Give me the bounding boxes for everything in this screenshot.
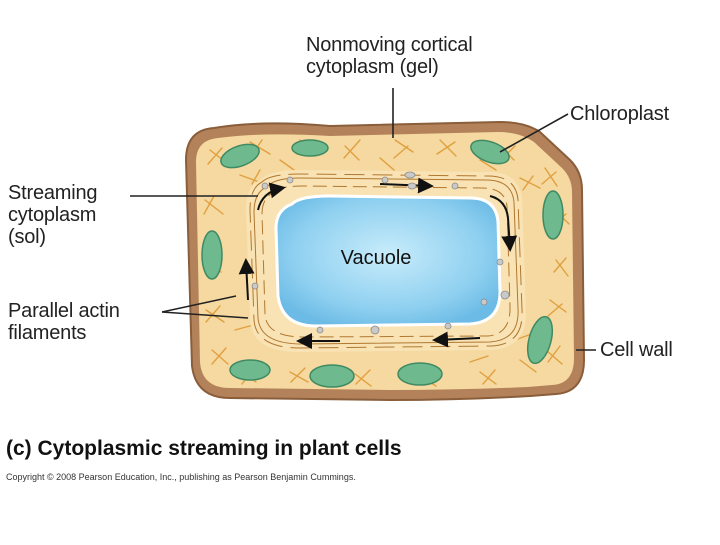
streaming-cytoplasm-label: Streaming cytoplasm (sol): [8, 182, 98, 248]
chloroplast: [229, 359, 271, 381]
streaming-arrows: [238, 177, 518, 349]
streaming-line-1: Streaming: [8, 182, 98, 204]
cytoplasmic-granules: [251, 171, 510, 335]
chloroplast: [291, 139, 329, 157]
chloroplast: [397, 362, 443, 386]
nonmoving-line-1: Nonmoving cortical: [306, 34, 473, 56]
copyright-notice: Copyright © 2008 Pearson Education, Inc.…: [6, 472, 356, 482]
chloroplast-label: Chloroplast: [570, 103, 669, 125]
chloroplast: [526, 315, 554, 365]
vacuole: [274, 194, 502, 328]
parallel-actin-label: Parallel actin filaments: [8, 300, 120, 344]
actin-line-1: Parallel actin: [8, 300, 120, 322]
nonmoving-cortical-label: Nonmoving cortical cytoplasm (gel): [306, 34, 473, 78]
figure-caption: (c) Cytoplasmic streaming in plant cells: [6, 437, 402, 460]
chloroplast: [542, 190, 564, 240]
chloroplasts: [201, 139, 564, 388]
cell-wall-label: Cell wall: [600, 339, 673, 361]
chloroplast: [220, 143, 260, 169]
actin-leader-2: [161, 311, 249, 319]
chloroplast: [201, 230, 223, 280]
streaming-line-3: (sol): [8, 226, 46, 248]
parallel-actin-filaments: [249, 173, 523, 349]
chloroplast: [309, 364, 355, 388]
vacuole-label: Vacuole: [341, 247, 412, 269]
leader-lines: [130, 88, 596, 351]
streaming-line-2: cytoplasm: [8, 204, 97, 226]
chloroplast: [470, 139, 510, 165]
actin-line-2: filaments: [8, 322, 87, 344]
actin-leader: [161, 295, 237, 313]
nonmoving-line-2: cytoplasm (gel): [306, 56, 439, 78]
chloroplast-leader: [499, 113, 569, 153]
